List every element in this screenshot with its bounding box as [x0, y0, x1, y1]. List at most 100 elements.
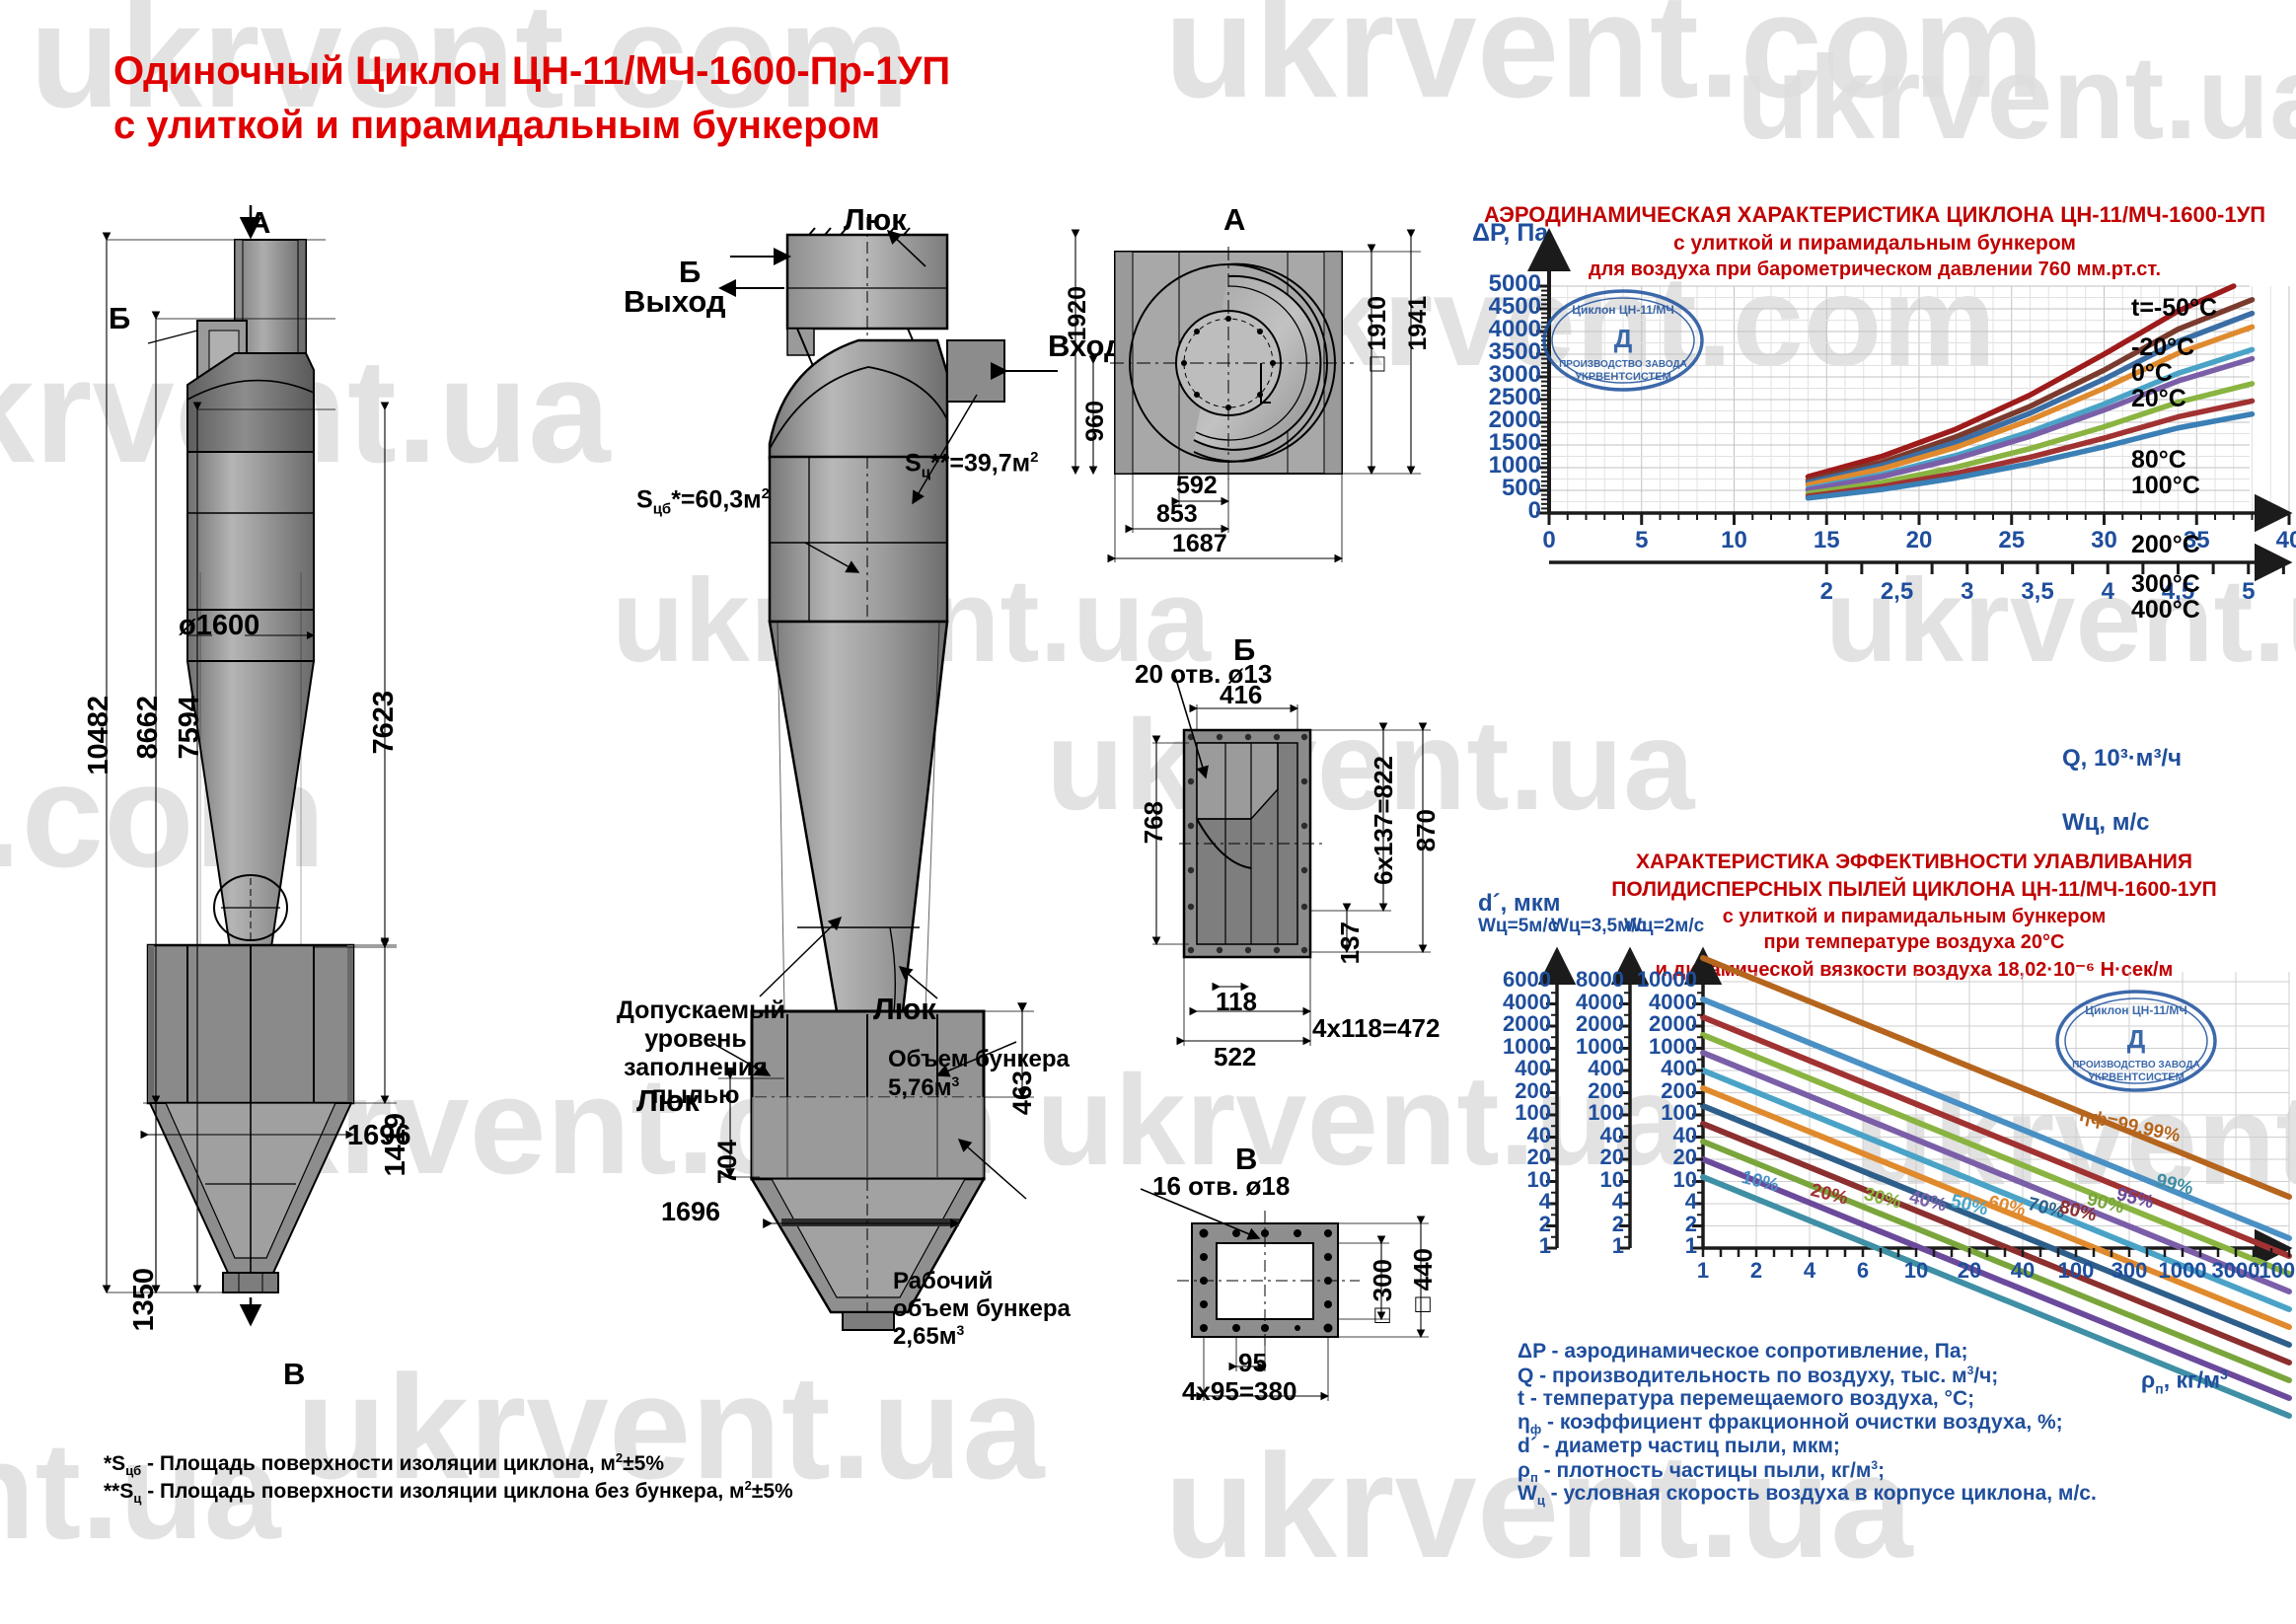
chart2-ytick-a: 4 [1538, 1189, 1551, 1214]
chart1-xtick2: 2,5 [1880, 578, 1914, 605]
chart2-axis-header-0: Wц=5м/с [1478, 916, 1559, 936]
chart2-ytick-c: 1000 [1649, 1033, 1697, 1059]
section-mark-a-front: А [249, 205, 271, 240]
dim-1941: 1941 [1404, 296, 1432, 351]
chart1-ytick: 4500 [1488, 293, 1541, 320]
chart2-xtick: 40 [2010, 1258, 2036, 1283]
dim-522: 522 [1214, 1042, 1257, 1071]
chart2-ytick-b: 1000 [1576, 1033, 1624, 1059]
chart2-ytick-b: 2 [1611, 1211, 1624, 1236]
chart1-ytick: 0 [1527, 497, 1541, 524]
chart2-ytick-a: 400 [1515, 1056, 1551, 1080]
label-s-cyclone-bunker: Sцб*=60,3м2 [636, 485, 771, 518]
chart2-ytick-c: 10 [1672, 1166, 1697, 1192]
chart1-ytick: 4000 [1488, 316, 1541, 342]
chart2-ytick-a: 4000 [1503, 989, 1551, 1014]
company-stamp-1: Циклон ЦН-11/МЧ Д ПРОИЗВОДСТВО ЗАВОДА УК… [1542, 289, 1704, 392]
chart2-ytick-a: 100 [1515, 1100, 1551, 1125]
chart1-xtick: 10 [1721, 527, 1747, 554]
footnote-1: *Sцб - Площадь поверхности изоляции цикл… [104, 1450, 665, 1479]
chart2-subtitle2: с улиткой и пирамидальным бункером [1722, 906, 2107, 927]
chart2-series-1 [1700, 997, 2292, 1241]
svg-text:Циклон ЦН-11/МЧ: Циклон ЦН-11/МЧ [2085, 1003, 2187, 1017]
chart1-xtick: 20 [1905, 527, 1933, 554]
page-title-line1: Одиночный Циклон ЦН-11/МЧ-1600-Пр-1УП [113, 49, 951, 93]
dim-768: 768 [1139, 801, 1168, 845]
chart2-ytick-b: 200 [1588, 1077, 1624, 1103]
dim-4x95: 4x95=380 [1182, 1376, 1297, 1406]
dim-overall-height: 10482 [83, 696, 114, 775]
svg-text:ПРОИЗВОДСТВО ЗАВОДА: ПРОИЗВОДСТВО ЗАВОДА [1559, 359, 1687, 370]
chart2-ytick-a: 1000 [1503, 1033, 1551, 1059]
chart2-ytick-a: 40 [1526, 1122, 1551, 1147]
chart2-xtick: 3000 [2211, 1258, 2260, 1283]
dim-1920: 1920 [1064, 286, 1091, 341]
chart2-ytick-c: 20 [1672, 1144, 1697, 1169]
chart1-ytick: 1500 [1488, 429, 1541, 456]
label-hatch-bunker: Люк [636, 1083, 700, 1118]
dim-height-2: 8662 [132, 696, 164, 760]
view-b-label: Б [1233, 632, 1256, 667]
svg-text:ПРОИЗВОДСТВО ЗАВОДА: ПРОИЗВОДСТВО ЗАВОДА [2072, 1060, 2200, 1070]
section-mark-b: Б [679, 255, 702, 289]
dim-1696-mid: 1696 [661, 1197, 721, 1226]
chart2-axis-header-1: Wц=3,5м/с [1551, 916, 1648, 936]
svg-text:Циклон ЦН-11/МЧ: Циклон ЦН-11/МЧ [1572, 303, 1674, 317]
chart2-ytick-a: 200 [1515, 1077, 1551, 1103]
dim-4x118: 4x118=472 [1312, 1013, 1441, 1043]
chart2-ytick-b: 8000 [1576, 967, 1624, 992]
chart2-ytick-c: 200 [1661, 1077, 1697, 1103]
legend-note-6: Wц - условная скорость воздуха в корпусе… [1518, 1482, 2097, 1509]
chart1-ylabel: ΔP, Па [1472, 219, 1549, 247]
view-a-drawing [1071, 229, 1421, 563]
chart1-title: АЭРОДИНАМИЧЕСКАЯ ХАРАКТЕРИСТИКА ЦИКЛОНА … [1483, 202, 2266, 227]
chart2-series-5 [1700, 1068, 2292, 1312]
label-outlet: Выход [624, 284, 726, 319]
chart2-subtitle: ПОЛИДИСПЕРСНЫХ ПЫЛЕЙ ЦИКЛОНА ЦН-11/МЧ-16… [1611, 878, 2217, 901]
chart1-legend-2: 0°C [2131, 359, 2173, 387]
chart1-series-7 [1805, 398, 2256, 499]
chart1-series-3 [1805, 324, 2256, 488]
chart1-ytick: 3000 [1488, 361, 1541, 388]
chart2-ytick-c: 4 [1684, 1189, 1697, 1214]
chart1-series-1 [1805, 297, 2256, 483]
page-title-line2: с улиткой и пирамидальным бункером [113, 104, 881, 147]
chart2-ytick-b: 4000 [1576, 989, 1624, 1014]
chart1-legend-4: 80°C [2131, 446, 2186, 474]
dim-416: 416 [1220, 680, 1263, 709]
chart2-ytick-c: 100 [1661, 1100, 1697, 1125]
chart1-xtick2: 3 [1961, 578, 1974, 605]
dim-body-height: 7623 [368, 691, 400, 755]
chart2-series-6 [1700, 1085, 2292, 1330]
dim-95: 95 [1238, 1348, 1267, 1377]
chart1-xtick: 15 [1813, 527, 1840, 554]
chart1-xtick: 35 [2183, 527, 2210, 554]
chart2-axis-header-2: Wц=2м/с [1624, 916, 1705, 936]
legend-note-5: ρп - плотность частицы пыли, кг/м3; [1518, 1458, 1886, 1486]
chart2-xtick: 4 [1803, 1258, 1816, 1283]
chart2-ytick-a: 2 [1538, 1211, 1551, 1236]
chart1-subtitle2: для воздуха при барометрическом давлении… [1588, 258, 2162, 280]
legend-note-1: Q - производительность по воздуху, тыс. … [1518, 1364, 1999, 1387]
footnote-2: **Sц - Площадь поверхности изоляции цикл… [104, 1478, 793, 1507]
svg-text:Д: Д [1614, 324, 1633, 353]
company-stamp-2: Циклон ЦН-11/МЧ Д ПРОИЗВОДСТВО ЗАВОДА УК… [2055, 990, 2217, 1092]
dim-592: 592 [1176, 472, 1218, 499]
chart1-legend-5: 100°C [2131, 472, 2200, 499]
chart2-series-8 [1700, 1121, 2292, 1366]
chart1-xtick: 40 [2275, 527, 2296, 554]
chart1-plot [1527, 228, 2293, 582]
chart2-series-2 [1700, 1014, 2292, 1259]
chart2-xtick: 1000 [2158, 1258, 2207, 1283]
dim-sq300: □300 [1368, 1259, 1397, 1332]
chart2-ylabel: d´, мкм [1478, 890, 1561, 917]
chart1-xtick2: 2 [1819, 578, 1833, 605]
chart1-legend-6: 200°C [2131, 531, 2200, 558]
chart2-xtick: 20 [1957, 1258, 1982, 1283]
chart2-xtick: 100 [2057, 1258, 2095, 1283]
dim-1910: □1910 [1364, 296, 1391, 379]
chart1-xtick2: 4 [2101, 578, 2114, 605]
dim-137: 137 [1335, 922, 1365, 965]
